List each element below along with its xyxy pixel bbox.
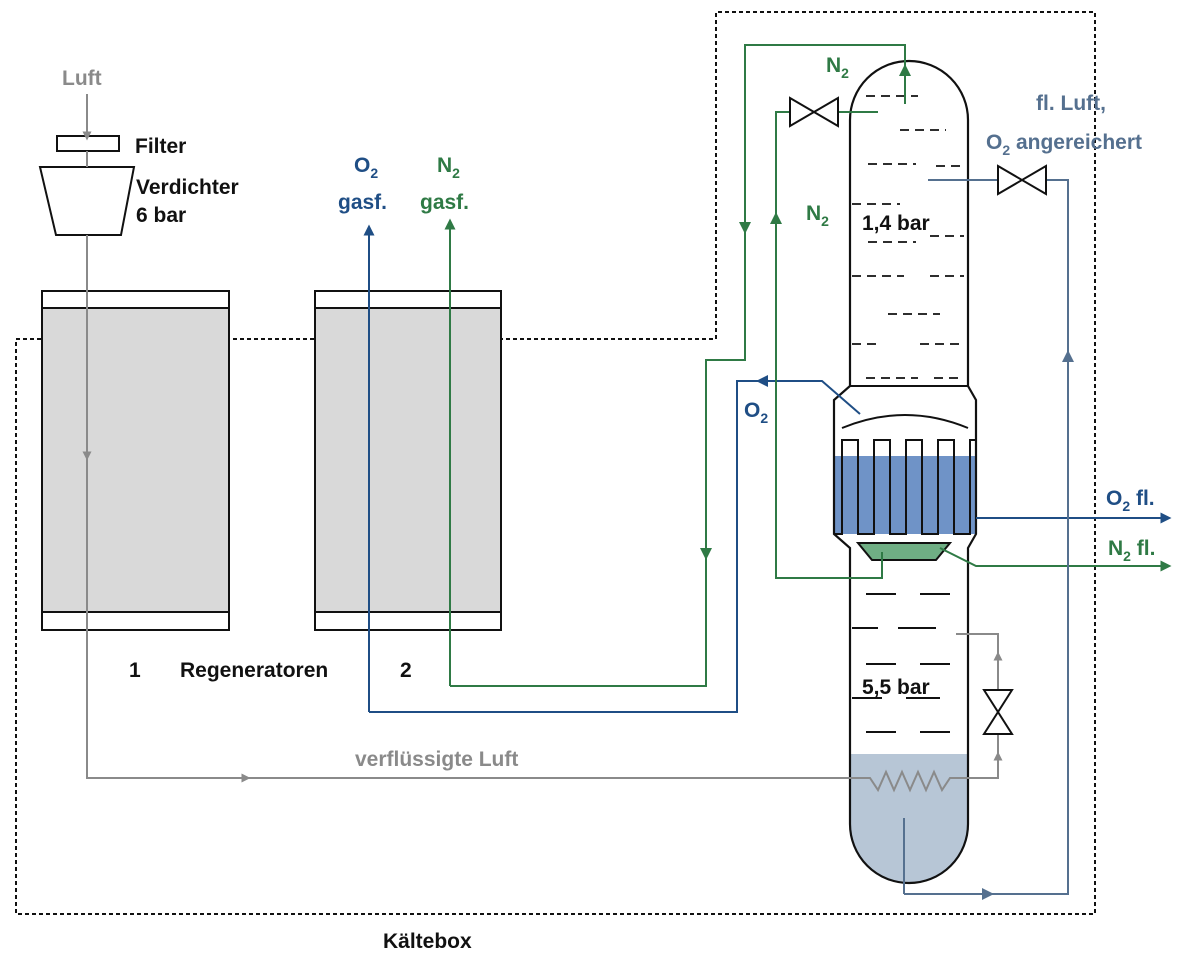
n2-mid-label: N2 bbox=[806, 202, 829, 229]
filter-label: Filter bbox=[135, 135, 186, 158]
regenerator-2-number: 2 bbox=[400, 659, 412, 682]
liquefied-air-label: verflüssigte Luft bbox=[355, 748, 518, 771]
lower-valve-icon bbox=[982, 689, 1014, 735]
liquid-air-line bbox=[903, 179, 1074, 900]
n2-gas-word: gasf. bbox=[420, 191, 469, 214]
o2-mid-label: O2 bbox=[744, 399, 768, 426]
n2-top-label: N2 bbox=[826, 54, 849, 81]
n2-collector-trough bbox=[855, 542, 953, 561]
o2-gas-line bbox=[363, 224, 1172, 713]
luft-label: Luft bbox=[62, 67, 102, 90]
coldbox-label: Kältebox bbox=[383, 930, 472, 953]
o2-liquid-label: O2 fl. bbox=[1106, 487, 1155, 514]
condenser-reboiler bbox=[834, 414, 976, 535]
compressor-icon bbox=[38, 166, 136, 236]
n2-liquid-label: N2 fl. bbox=[1108, 537, 1155, 564]
o2-enriched-label: O2 angereichert bbox=[986, 131, 1142, 158]
n2-gas-label: N2 bbox=[437, 154, 460, 181]
regenerator-1 bbox=[41, 290, 230, 631]
upper-column-trays bbox=[852, 95, 964, 379]
o2-gas-label: O2 bbox=[354, 154, 378, 181]
n2-gas-line bbox=[444, 44, 1172, 687]
compressor-label: Verdichter bbox=[136, 176, 239, 199]
filter-icon bbox=[56, 135, 120, 152]
upper-valve-icon bbox=[997, 164, 1047, 196]
regenerator-1-number: 1 bbox=[129, 659, 141, 682]
regenerators-label: Regeneratoren bbox=[180, 659, 328, 682]
upper-pressure-label: 1,4 bar bbox=[862, 212, 930, 235]
n2-valve-icon bbox=[789, 96, 839, 128]
distillation-column bbox=[832, 59, 978, 885]
lower-column-trays bbox=[852, 593, 950, 733]
o2-gas-word: gasf. bbox=[338, 191, 387, 214]
regenerator-2 bbox=[314, 290, 502, 631]
air-feed-line bbox=[82, 94, 1003, 793]
compressor-pressure-label: 6 bar bbox=[136, 204, 186, 227]
kaeltebox-boundary bbox=[15, 11, 1096, 915]
sump-liquid bbox=[850, 754, 968, 883]
liquid-air-label: fl. Luft, bbox=[1036, 92, 1106, 115]
lower-pressure-label: 5,5 bar bbox=[862, 676, 930, 699]
